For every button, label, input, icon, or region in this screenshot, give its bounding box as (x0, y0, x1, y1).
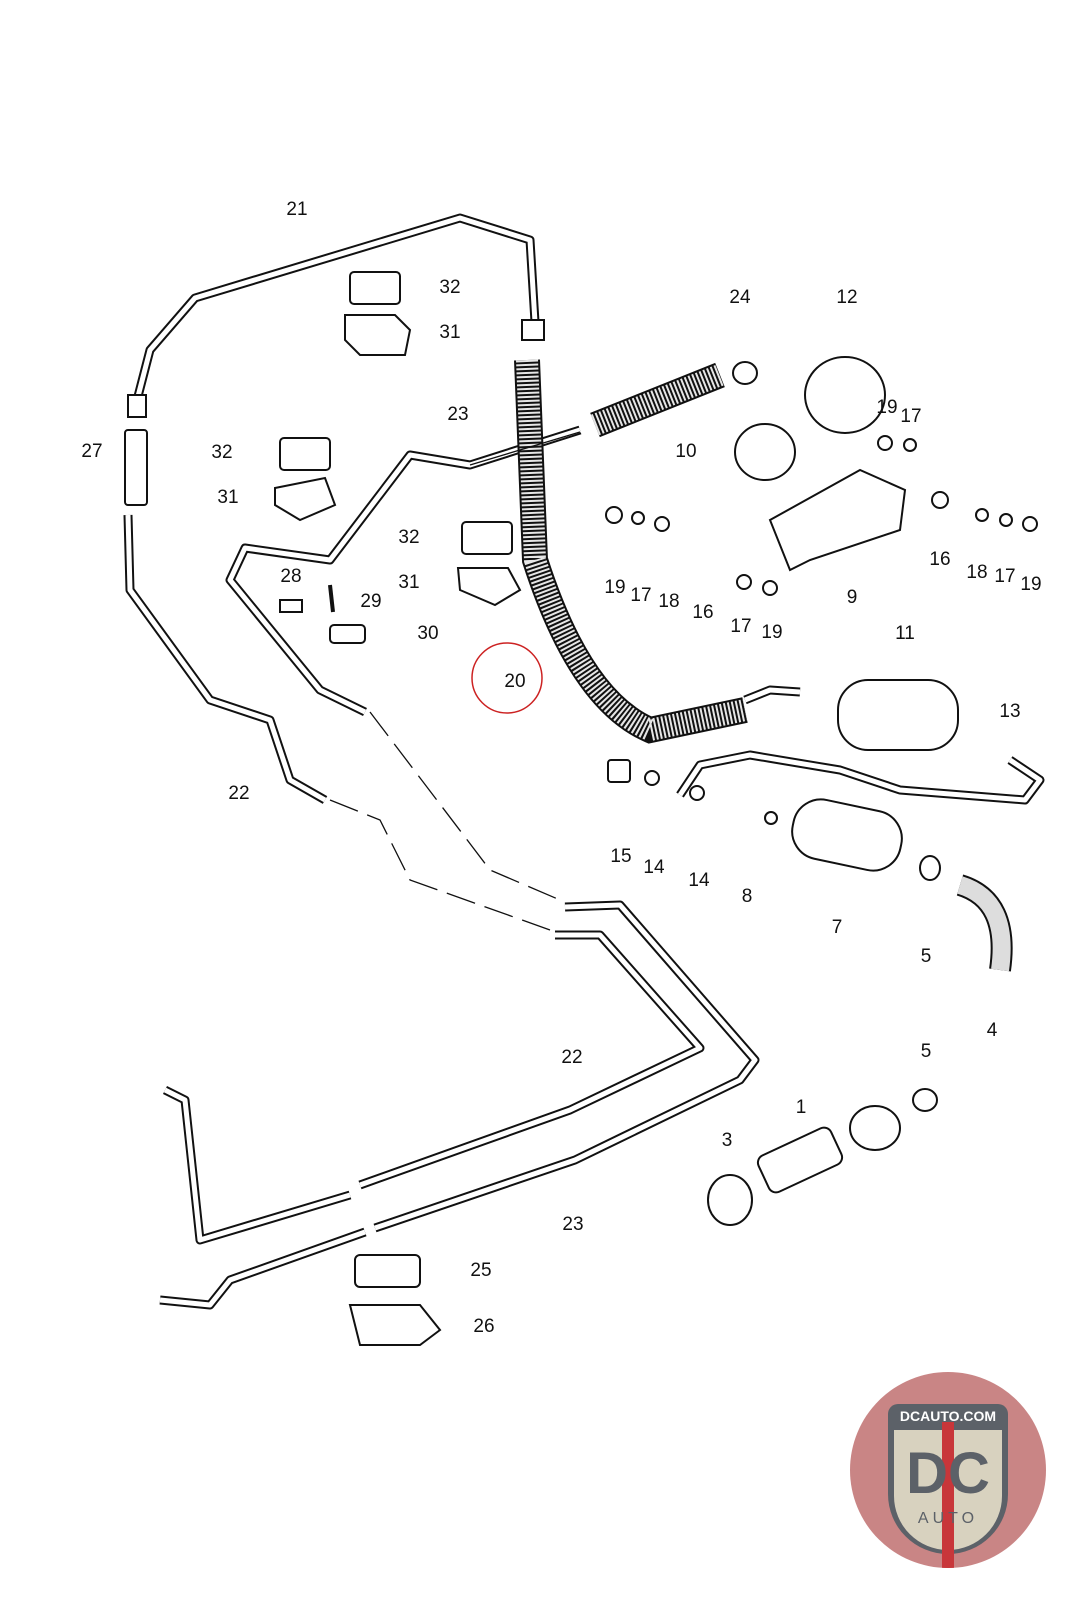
fitting (521, 319, 545, 341)
callout-16: 16 (929, 549, 950, 570)
callout-14: 14 (688, 870, 710, 891)
fuel-pump-7 (791, 798, 903, 872)
hose-clamp-12 (804, 356, 886, 434)
callout-19: 19 (761, 622, 782, 643)
callout-32: 32 (398, 527, 419, 548)
callout-23: 23 (562, 1214, 583, 1235)
callout-13: 13 (999, 701, 1020, 722)
callout-8: 8 (742, 886, 753, 907)
callout-15: 15 (610, 846, 631, 867)
callout-27: 27 (81, 441, 102, 462)
callout-21: 21 (286, 199, 307, 220)
seal-ring-3 (707, 1174, 753, 1226)
logo-mark: DC (906, 1441, 990, 1506)
components (124, 271, 1038, 1346)
callout-17: 17 (730, 616, 751, 637)
callout-29: 29 (360, 591, 381, 612)
callout-7: 7 (832, 917, 843, 938)
callout-31: 31 (398, 572, 419, 593)
callout-14: 14 (643, 857, 665, 878)
callout-17: 17 (900, 406, 921, 427)
callout-19: 19 (1020, 574, 1041, 595)
fitting (127, 394, 147, 418)
callout-24: 24 (729, 287, 751, 308)
callout-31: 31 (217, 487, 238, 508)
callout-32: 32 (211, 442, 232, 463)
fuel-lines (123, 213, 1045, 1310)
callout-9: 9 (847, 587, 858, 608)
callout-19: 19 (604, 577, 625, 598)
bracket-9 (768, 468, 907, 572)
callout-26: 26 (473, 1316, 494, 1337)
logo-url: DCAUTO.COM (899, 1408, 997, 1424)
callout-5: 5 (921, 946, 932, 967)
callout-20: 20 (504, 671, 525, 692)
callout-32: 32 (439, 277, 460, 298)
fuel-hose (469, 359, 748, 744)
callout-22: 22 (228, 783, 249, 804)
logo-sub: AUTO (917, 1510, 979, 1527)
callout-12: 12 (836, 287, 857, 308)
callout-1: 1 (796, 1097, 807, 1118)
callout-17: 17 (630, 585, 651, 606)
callout-4: 4 (987, 1020, 998, 1041)
callout-18: 18 (658, 591, 679, 612)
highlight-circle (471, 642, 543, 714)
callout-3: 3 (722, 1130, 733, 1151)
callout-30: 30 (417, 623, 438, 644)
union-fitting-27 (124, 429, 148, 506)
callout-22: 22 (561, 1047, 582, 1068)
callout-28: 28 (280, 566, 301, 587)
fuel-sender-1 (756, 1126, 844, 1194)
callout-17: 17 (994, 566, 1015, 587)
callout-23: 23 (447, 404, 468, 425)
fuel-filter-11 (837, 679, 959, 751)
callout-31: 31 (439, 322, 460, 343)
dc-auto-logo: DCAUTO.COM DC AUTO (850, 1372, 1046, 1568)
callout-16: 16 (692, 602, 713, 623)
callout-5: 5 (921, 1041, 932, 1062)
hose-clamp-10 (734, 423, 796, 481)
callout-19: 19 (876, 397, 897, 418)
callout-18: 18 (966, 562, 987, 583)
callout-25: 25 (470, 1260, 491, 1281)
callout-11: 11 (895, 623, 915, 644)
callout-10: 10 (675, 441, 696, 462)
